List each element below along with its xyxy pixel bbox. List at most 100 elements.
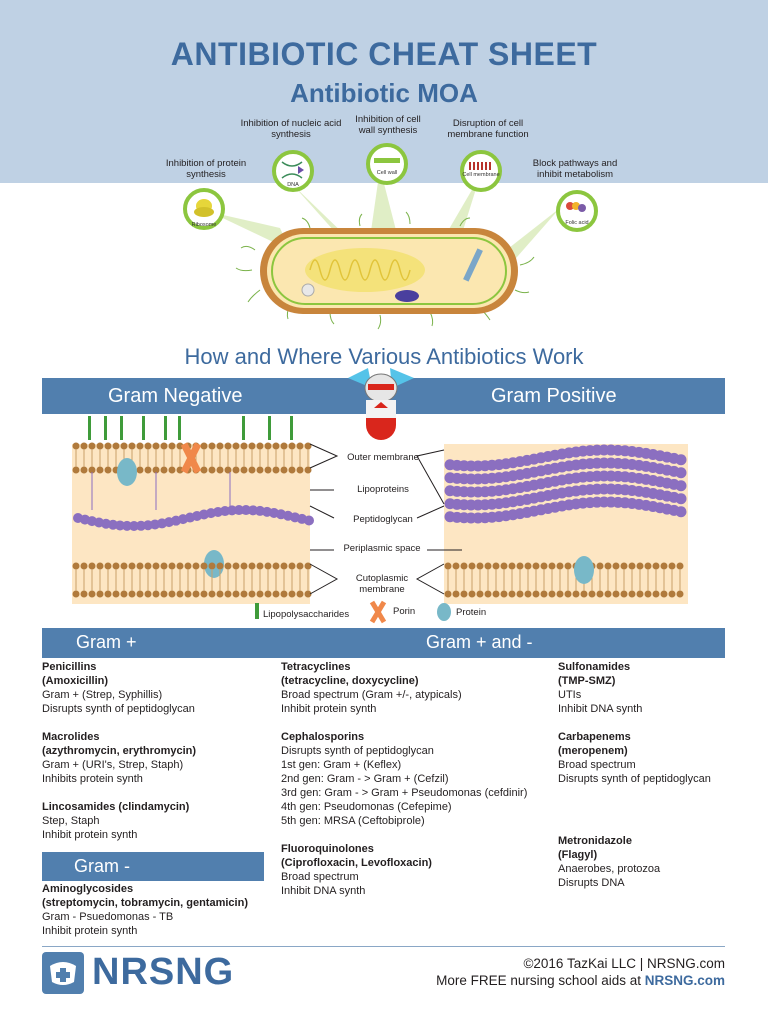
lipid-bead bbox=[264, 562, 272, 570]
lipid-bead bbox=[168, 562, 176, 570]
lipid-bead bbox=[256, 562, 264, 570]
lipid-bead bbox=[88, 442, 96, 450]
lipid-bead bbox=[524, 590, 532, 598]
lipid-bead bbox=[104, 466, 112, 474]
lipid-bead bbox=[232, 562, 240, 570]
porin-legend-icon bbox=[369, 600, 387, 624]
lipid-bead bbox=[492, 590, 500, 598]
ribosome-shape bbox=[395, 290, 419, 302]
lipid-bead bbox=[296, 442, 304, 450]
nucleoid bbox=[305, 248, 425, 292]
lipid-bead bbox=[288, 590, 296, 598]
peptidoglycan-bead bbox=[122, 520, 132, 531]
lipid-bead bbox=[452, 590, 460, 598]
drug-info: 4th gen: Pseudomonas (Cefepime) bbox=[281, 801, 452, 813]
drug-info: Disrupts synth of peptidoglycan bbox=[558, 773, 711, 785]
ribosome-caption: Ribosome bbox=[191, 222, 217, 228]
lipid-bead bbox=[500, 590, 508, 598]
connector-cone bbox=[293, 185, 350, 240]
drug-macrolides: Macrolides (azythromycin, erythromycin) … bbox=[42, 730, 270, 786]
lipid-bead bbox=[240, 442, 248, 450]
column-gram-neg: Aminoglycosides (streptomycin, tobramyci… bbox=[42, 882, 270, 952]
lipid-bead bbox=[184, 590, 192, 598]
lipid-bead bbox=[612, 562, 620, 570]
lipid-bead bbox=[96, 442, 104, 450]
drug-info: UTIs bbox=[558, 689, 582, 701]
peptidoglycan-bead bbox=[241, 505, 251, 516]
peptidoglycan-leader-pos bbox=[416, 505, 445, 519]
category-gram-neg: Gram - bbox=[74, 856, 130, 876]
lipid-bead bbox=[120, 590, 128, 598]
outer-membrane-leader bbox=[309, 443, 339, 469]
folic-acid-icon-circle bbox=[556, 190, 598, 232]
section-title: How and Where Various Antibiotics Work bbox=[184, 344, 584, 369]
cellwall-icon-circle bbox=[366, 143, 408, 185]
lipid-bead bbox=[224, 562, 232, 570]
lipid-bead bbox=[152, 590, 160, 598]
dna-icon bbox=[281, 161, 304, 179]
lipid-bead bbox=[288, 442, 296, 450]
lipid-bead bbox=[144, 590, 152, 598]
lipid-bead bbox=[588, 590, 596, 598]
drug-examples: (Amoxicillin) bbox=[42, 675, 109, 687]
drug-examples: (Ciprofloxacin, Levofloxacin) bbox=[281, 857, 432, 869]
lipid-bead bbox=[112, 590, 120, 598]
lipid-bead bbox=[88, 466, 96, 474]
page-subtitle: Antibiotic MOA bbox=[290, 78, 478, 108]
lipid-bead bbox=[88, 590, 96, 598]
lipid-bead bbox=[160, 562, 168, 570]
lipid-bead bbox=[636, 590, 644, 598]
lipid-bead bbox=[216, 442, 224, 450]
lipid-bead bbox=[636, 562, 644, 570]
lipid-bead bbox=[216, 466, 224, 474]
column-other-lower: Metronidazole (Flagyl) Anaerobes, protoz… bbox=[558, 834, 738, 904]
lipid-bead bbox=[652, 590, 660, 598]
drug-info: Broad spectrum (Gram +/-, atypicals) bbox=[281, 689, 462, 701]
drug-examples: (meropenem) bbox=[558, 745, 628, 757]
drug-info: Gram + (Strep, Syphillis) bbox=[42, 689, 163, 701]
lipid-bead bbox=[208, 442, 216, 450]
connector-cone bbox=[500, 208, 560, 265]
lipid-bead bbox=[444, 590, 452, 598]
lipid-bead bbox=[444, 562, 452, 570]
lipid-bead bbox=[240, 590, 248, 598]
lipid-bead bbox=[72, 466, 80, 474]
lipid-bead bbox=[192, 562, 200, 570]
lipid-bead bbox=[676, 590, 684, 598]
lipid-bead bbox=[256, 442, 264, 450]
vesicle-shape bbox=[301, 283, 315, 297]
drug-sulfonamides: Sulfonamides (TMP-SMZ) UTIs Inhibit DNA … bbox=[558, 660, 738, 716]
tagline-text: More FREE nursing school aids at bbox=[436, 973, 645, 988]
peptidoglycan-bead bbox=[675, 454, 687, 466]
protein-shape bbox=[117, 458, 137, 486]
lipid-bead bbox=[532, 562, 540, 570]
lipid-bead bbox=[200, 442, 208, 450]
label-lipoproteins: Lipoproteins bbox=[357, 484, 409, 495]
drug-info: Inhibit protein synth bbox=[281, 703, 377, 715]
moa-label-membrane: Disruption of cell membrane function bbox=[447, 118, 529, 140]
lipid-bead bbox=[508, 562, 516, 570]
lipid-bead bbox=[604, 590, 612, 598]
drug-examples: (Flagyl) bbox=[558, 849, 598, 861]
lipid-bead bbox=[516, 562, 524, 570]
outer-membrane-leader-pos bbox=[416, 449, 445, 505]
lps-legend-icon bbox=[255, 603, 259, 619]
gram-neg-bar bbox=[42, 852, 264, 881]
tagline-link[interactable]: NRSNG.com bbox=[644, 973, 725, 988]
lipid-bead bbox=[628, 590, 636, 598]
lipid-bead bbox=[540, 590, 548, 598]
lipid-bead bbox=[580, 590, 588, 598]
dna-caption: DNA bbox=[287, 182, 299, 188]
lipid-bead bbox=[168, 442, 176, 450]
lipid-bead bbox=[644, 562, 652, 570]
drug-name: Cephalosporins bbox=[281, 731, 365, 743]
lps-mark bbox=[268, 416, 271, 440]
lps-mark bbox=[88, 416, 91, 440]
lipid-bead bbox=[160, 466, 168, 474]
footer-divider bbox=[42, 946, 725, 947]
label-peptidoglycan: Peptidoglycan bbox=[353, 514, 413, 525]
peptidoglycan-bead bbox=[129, 520, 139, 531]
drug-info: Disrupts DNA bbox=[558, 877, 625, 889]
lipid-bead bbox=[72, 562, 80, 570]
drug-info: 2nd gen: Gram - > Gram + (Cefzil) bbox=[281, 773, 449, 785]
